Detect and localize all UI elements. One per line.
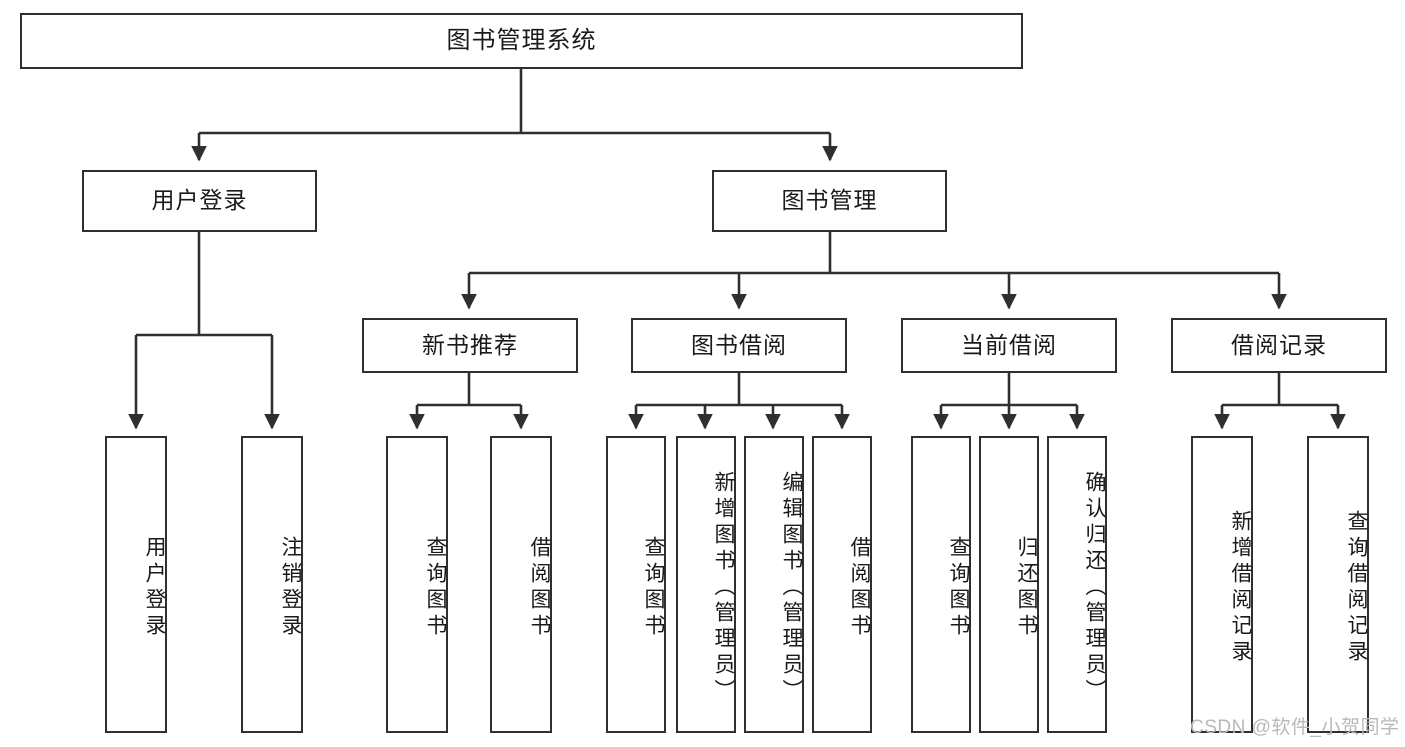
leaf-query-book-recommend[interactable]: 查询图书: [386, 436, 448, 733]
node-label: 新书推荐: [422, 331, 518, 358]
leaf-borrow-book[interactable]: 借阅图书: [812, 436, 872, 733]
leaf-user-login[interactable]: 用户登录: [105, 436, 167, 733]
node-label: 借阅图书: [848, 535, 871, 640]
csdn-watermark: CSDN @软件_小贺同学: [1190, 717, 1400, 738]
node-label: 查询图书: [424, 535, 447, 640]
leaf-edit-book-admin[interactable]: 编辑图书（管理员）: [744, 436, 804, 733]
leaf-add-borrow-record[interactable]: 新增借阅记录: [1191, 436, 1253, 733]
node-root-system[interactable]: 图书管理系统: [20, 13, 1023, 69]
node-book-borrow[interactable]: 图书借阅: [631, 318, 847, 373]
node-label: 确认归还（管理员）: [1083, 470, 1106, 705]
leaf-logout[interactable]: 注销登录: [241, 436, 303, 733]
leaf-query-book-current[interactable]: 查询图书: [911, 436, 971, 733]
node-label: 编辑图书（管理员）: [780, 470, 803, 705]
node-new-book-recommend[interactable]: 新书推荐: [362, 318, 578, 373]
node-label: 新增借阅记录: [1229, 509, 1252, 666]
node-label: 借阅图书: [528, 535, 551, 640]
node-label: 查询借阅记录: [1345, 509, 1368, 666]
node-label: 归还图书: [1015, 535, 1038, 640]
leaf-query-book-borrow[interactable]: 查询图书: [606, 436, 666, 733]
node-book-management[interactable]: 图书管理: [712, 170, 947, 232]
leaf-query-borrow-record[interactable]: 查询借阅记录: [1307, 436, 1369, 733]
node-label: 用户登录: [151, 187, 248, 214]
node-borrow-record[interactable]: 借阅记录: [1171, 318, 1387, 373]
leaf-borrow-book-recommend[interactable]: 借阅图书: [490, 436, 552, 733]
node-label: 图书管理: [781, 187, 878, 214]
leaf-add-book-admin[interactable]: 新增图书（管理员）: [676, 436, 736, 733]
leaf-return-book[interactable]: 归还图书: [979, 436, 1039, 733]
node-label: 用户登录: [143, 535, 166, 640]
node-current-borrow[interactable]: 当前借阅: [901, 318, 1117, 373]
node-label: 图书借阅: [691, 331, 787, 358]
node-label: 当前借阅: [961, 331, 1057, 358]
node-label: 图书管理系统: [446, 26, 597, 54]
node-label: 查询图书: [947, 535, 970, 640]
node-label: 查询图书: [642, 535, 665, 640]
node-label: 新增图书（管理员）: [712, 470, 735, 705]
leaf-confirm-return-admin[interactable]: 确认归还（管理员）: [1047, 436, 1107, 733]
node-label: 借阅记录: [1231, 331, 1327, 358]
node-label: 注销登录: [279, 535, 302, 640]
node-user-login[interactable]: 用户登录: [82, 170, 317, 232]
